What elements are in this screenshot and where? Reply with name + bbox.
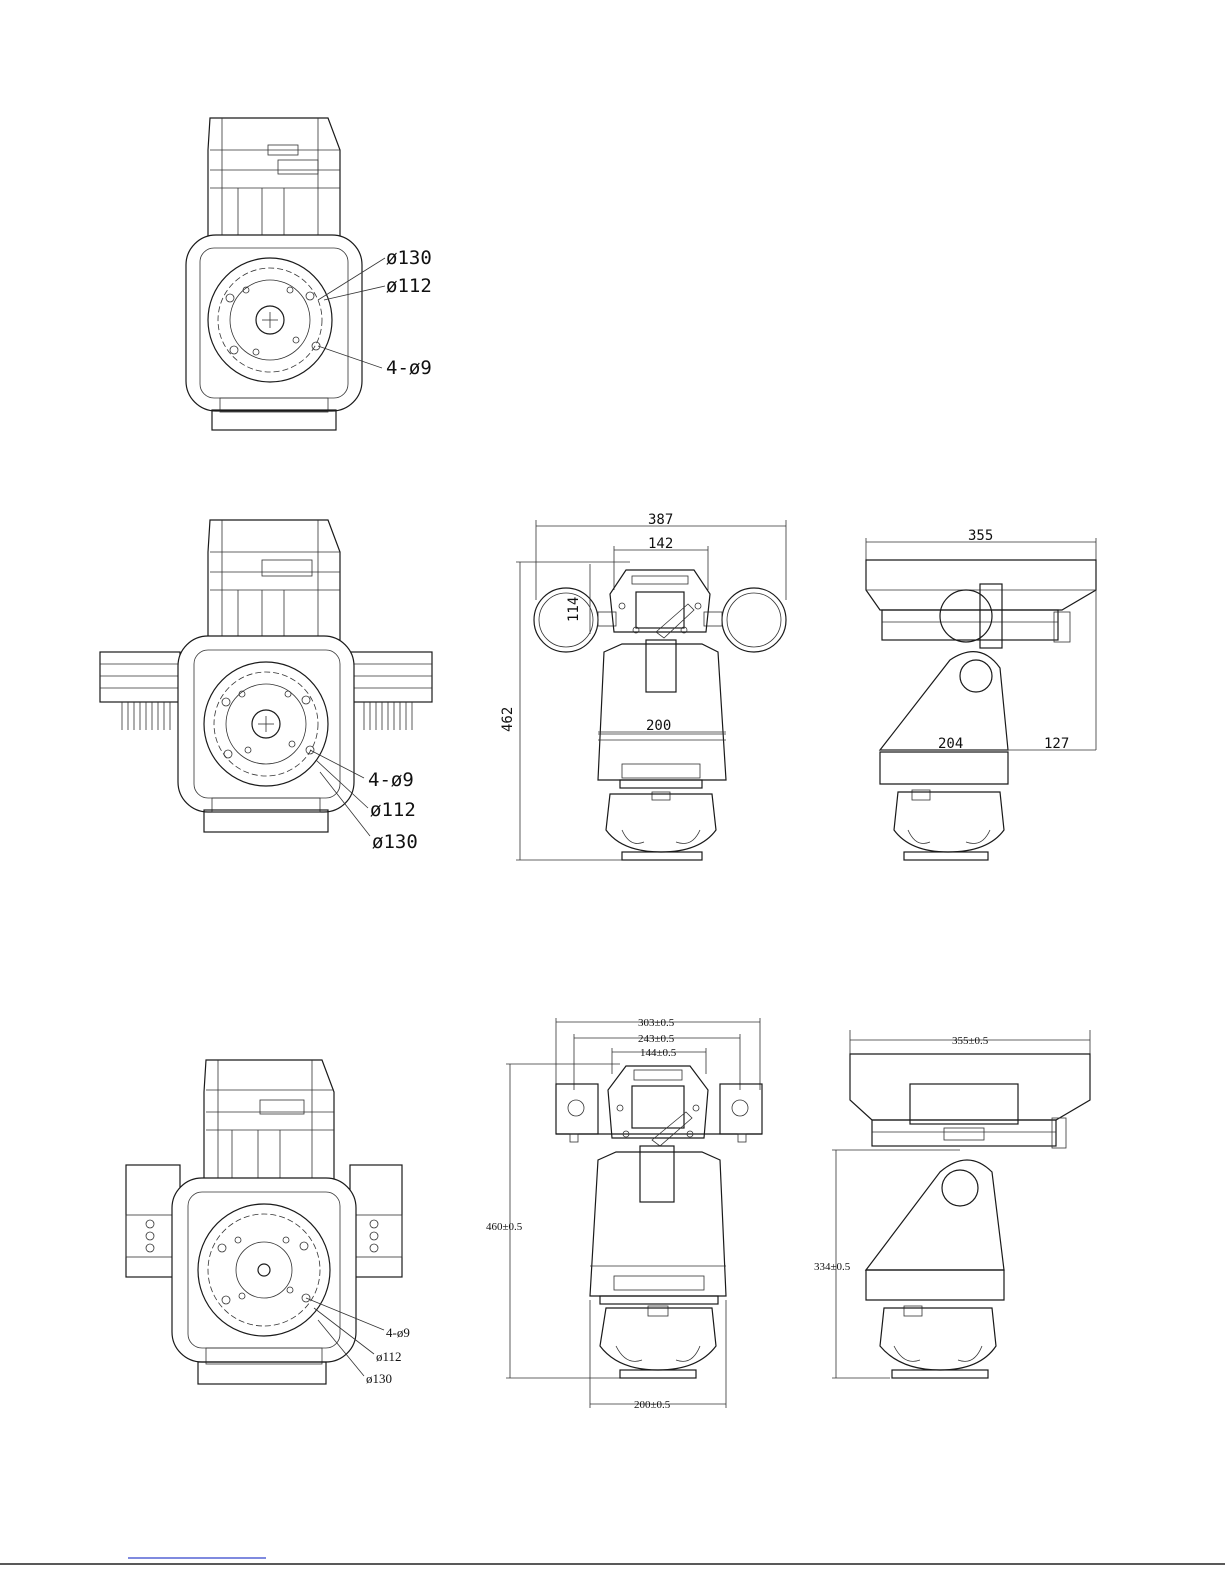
view5-d112-label: ø112: [376, 1349, 402, 1364]
view7-side-elevation: 355±0.5 334±0.5: [814, 1030, 1090, 1378]
view1-d130-label: ø130: [386, 247, 432, 269]
view1-d112-label: ø112: [386, 275, 432, 297]
view1-front-view: ø130 ø112 4-ø9: [186, 118, 432, 430]
view1-holes-label: 4-ø9: [386, 357, 432, 379]
view5-front-view: 4-ø9 ø112 ø130: [126, 1060, 410, 1386]
view6-w3: 144±0.5: [640, 1047, 677, 1059]
view3-front-elevation: 387 142 114 462 200: [500, 512, 786, 860]
view3-width-total: 387: [648, 512, 673, 528]
view2-d112-label: ø112: [370, 799, 416, 821]
footer: [0, 1558, 1225, 1564]
view5-holes-label: 4-ø9: [386, 1325, 410, 1340]
view4-side-elevation: 355 204 127: [866, 528, 1096, 860]
view2-d130-label: ø130: [372, 831, 418, 853]
view7-length: 355±0.5: [952, 1035, 989, 1047]
view3-width-housing: 142: [648, 536, 673, 552]
view7-height: 334±0.5: [814, 1261, 851, 1273]
view6-front-elevation: 303±0.5 243±0.5 144±0.5 460±0.5: [486, 1017, 762, 1411]
view4-length-total: 355: [968, 528, 993, 544]
view4-base: 204: [938, 736, 963, 752]
view6-height: 460±0.5: [486, 1221, 523, 1233]
view3-width-body: 200: [646, 718, 671, 734]
view2-front-view: 4-ø9 ø112 ø130: [100, 520, 432, 853]
view3-height-housing: 114: [566, 597, 582, 622]
view5-d130-label: ø130: [366, 1371, 392, 1386]
view6-w2: 243±0.5: [638, 1033, 675, 1045]
view6-w1: 303±0.5: [638, 1017, 675, 1029]
view4-offset: 127: [1044, 736, 1069, 752]
view6-base: 200±0.5: [634, 1399, 671, 1411]
view2-holes-label: 4-ø9: [368, 769, 414, 791]
view3-height-total: 462: [500, 707, 516, 732]
